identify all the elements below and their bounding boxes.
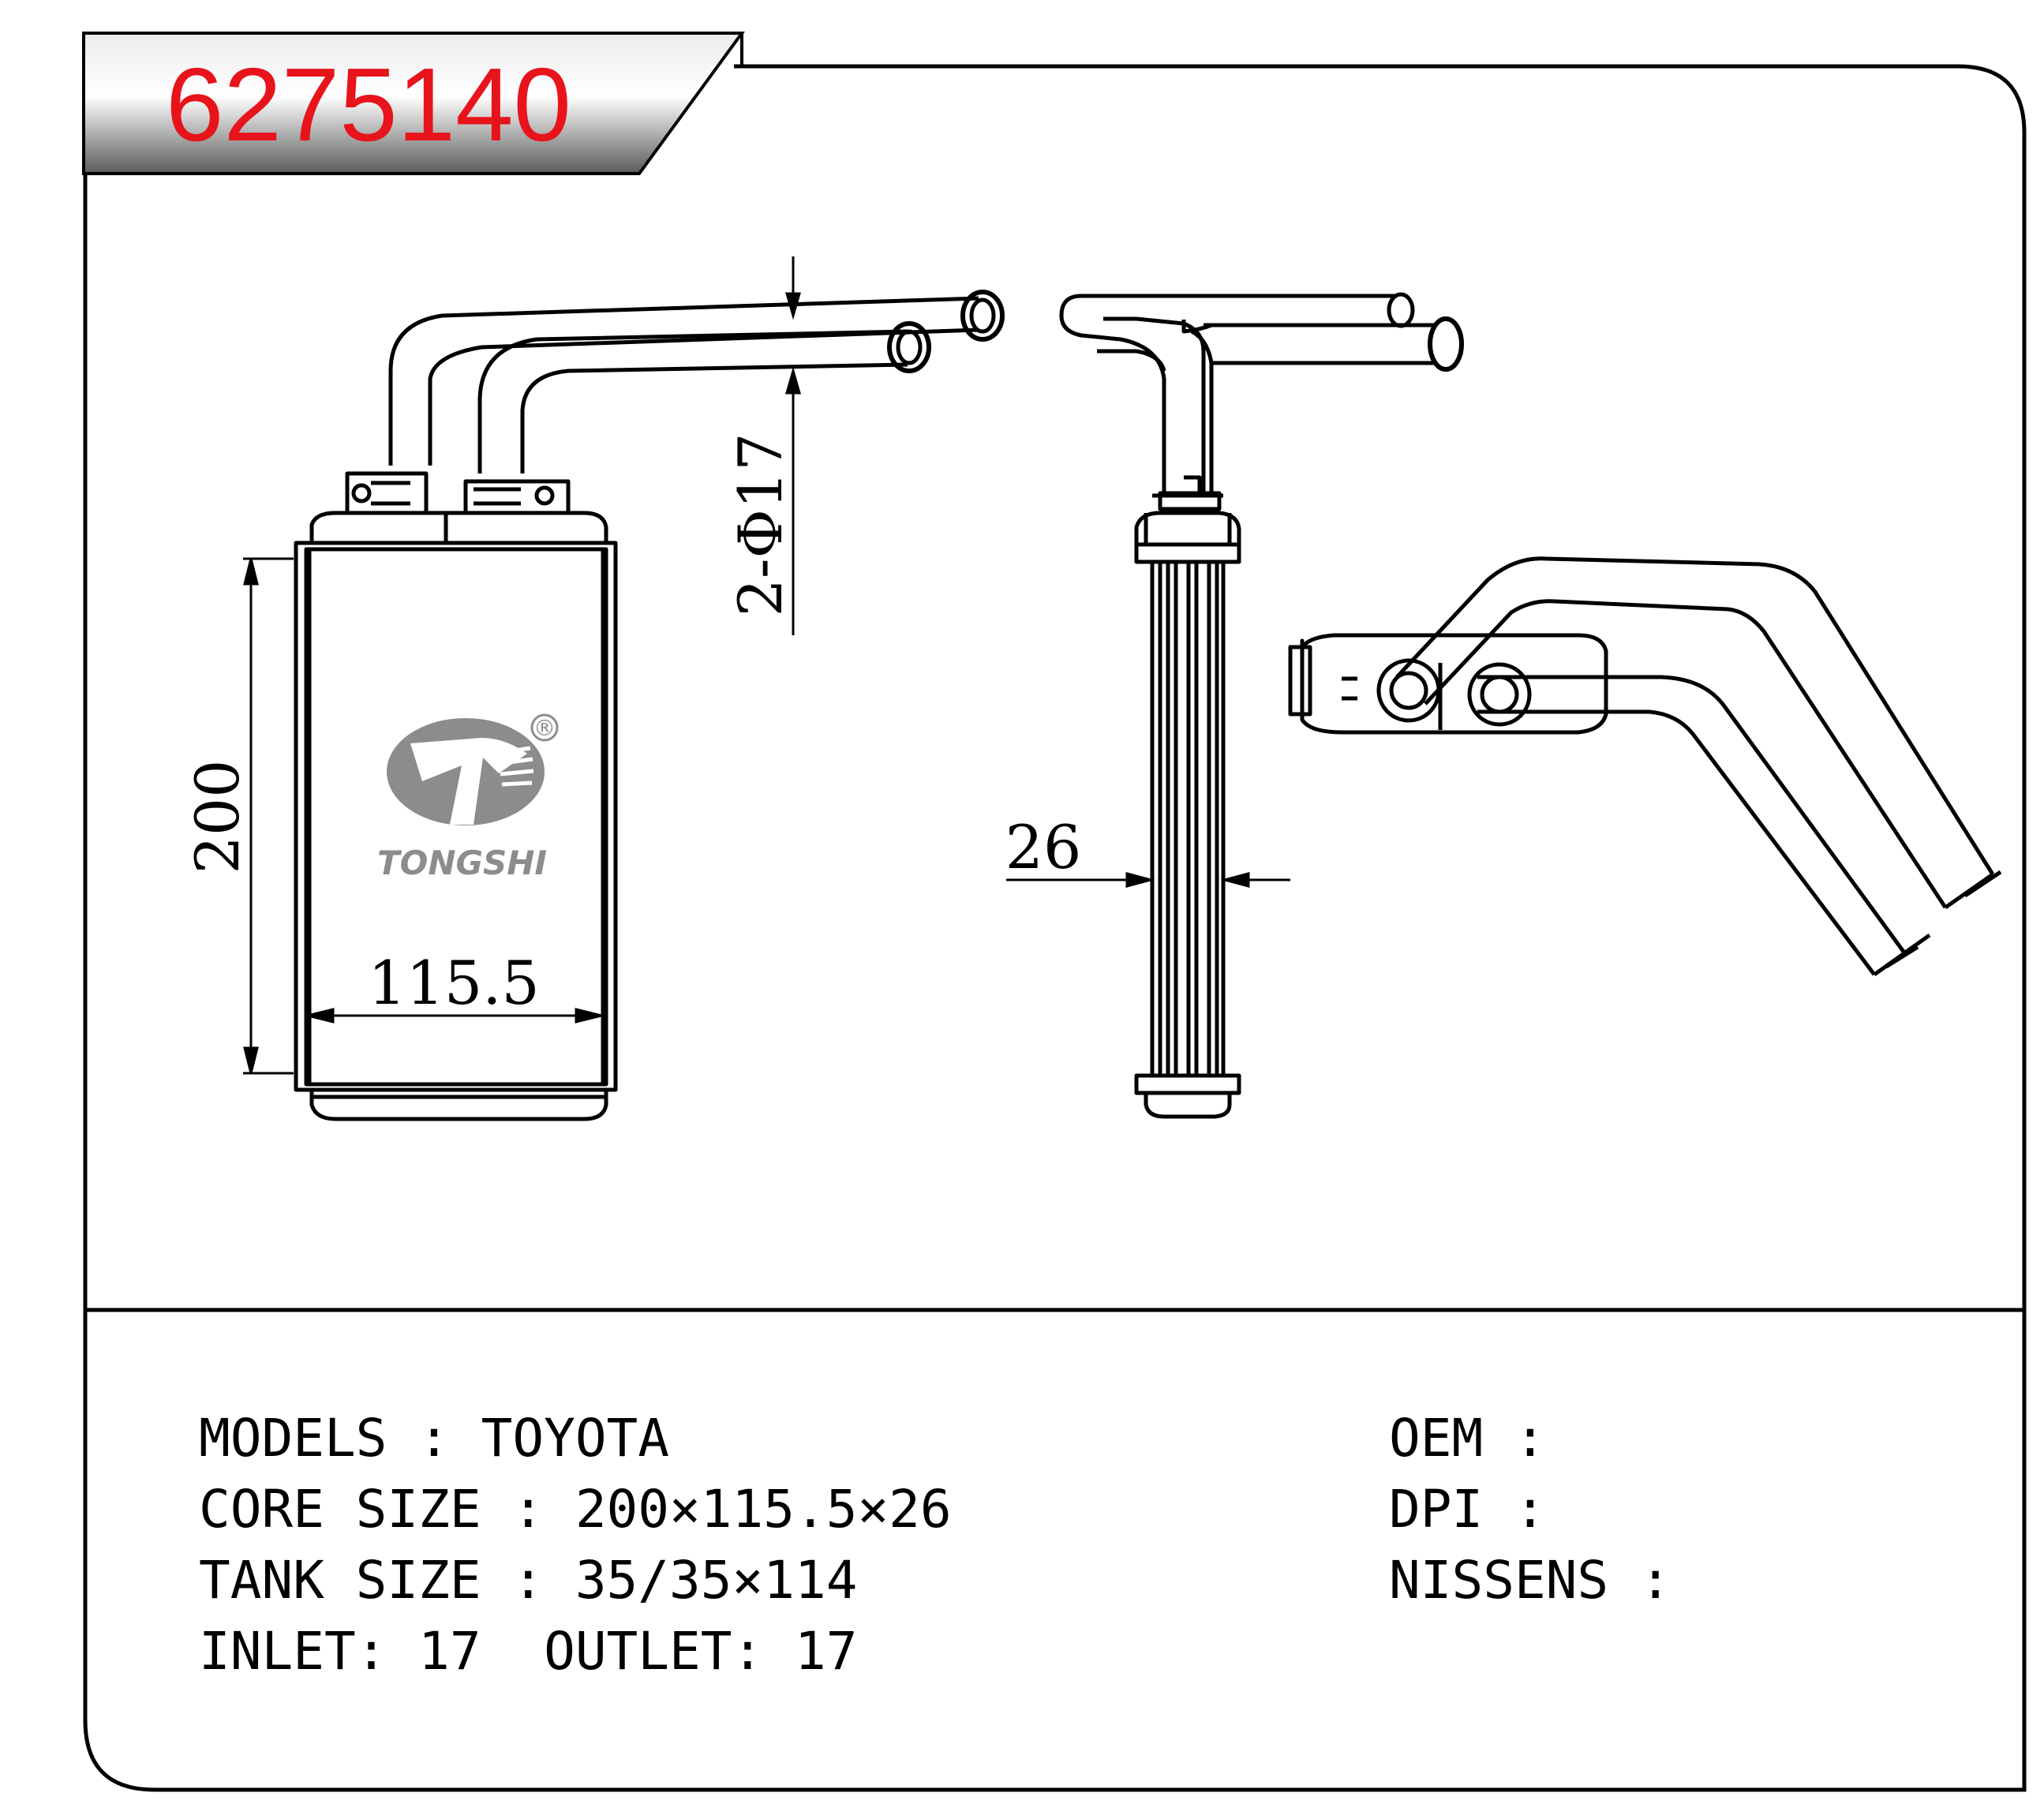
- spec-oem: OEM :: [1389, 1408, 1546, 1469]
- dimension-height: [243, 557, 294, 1075]
- dimension-depth: [1006, 872, 1290, 888]
- spec-dpi: DPI :: [1389, 1479, 1546, 1540]
- spec-nissens: NISSENS :: [1389, 1550, 1672, 1611]
- spec-models: MODELS : TOYOTA: [199, 1408, 669, 1469]
- brand-name: TONGSHI: [377, 844, 547, 882]
- part-number-banner: 6275140: [82, 32, 745, 175]
- spec-tank-size: TANK SIZE : 35/35×114: [199, 1550, 857, 1611]
- spec-core-size: CORE SIZE : 200×115.5×26: [199, 1479, 952, 1540]
- front-view: [294, 290, 1005, 1121]
- dimension-depth-label: 26: [1005, 812, 1082, 882]
- dimension-width-label: 115.5: [368, 948, 540, 1018]
- brand-logo: ® TONGSHI: [377, 713, 559, 882]
- top-view: [1288, 556, 2002, 977]
- part-number: 6275140: [166, 47, 571, 163]
- dimension-width: [307, 1008, 602, 1024]
- spec-inlet-outlet: INLET: 17 OUTLET: 17: [199, 1621, 857, 1682]
- registered-mark: ®: [533, 715, 556, 741]
- dimension-height-label: 200: [182, 759, 253, 874]
- dimension-pipe: [785, 256, 801, 635]
- dimension-pipe-label: 2-Φ17: [725, 432, 796, 616]
- sheet-frame: [83, 64, 2027, 1792]
- side-view: [1059, 292, 1464, 1119]
